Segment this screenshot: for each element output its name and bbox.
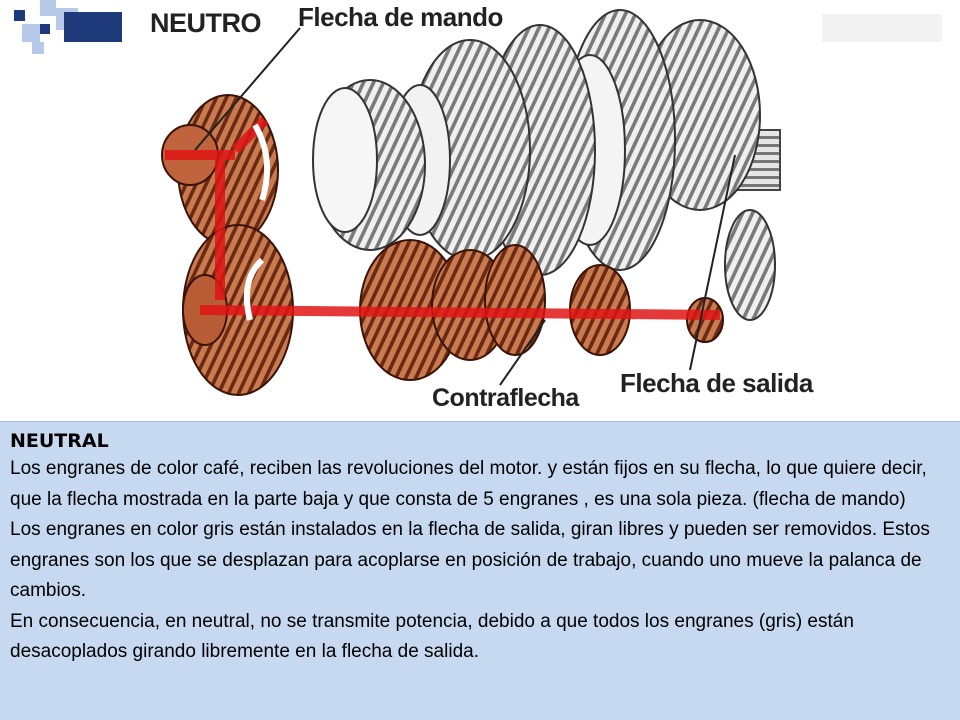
deco-square-blue [32,42,44,54]
leader-line-contraflecha [499,319,546,386]
deco-square-blue [22,24,40,42]
faded-box [822,14,942,42]
corner-decoration [0,0,140,60]
paragraph-2: Los engranes en color gris están instala… [10,519,930,601]
deco-square-blue [40,0,56,16]
leader-line-flecha-salida [689,154,736,371]
paragraph-3: En consecuencia, en neutral, no se trans… [10,610,854,663]
deco-square-navy [14,10,25,21]
deco-square-navy [64,12,122,42]
label-contraflecha: Contraflecha [432,384,579,412]
rotation-arrow-icon [243,257,265,321]
gray-gears [312,9,776,321]
textbox-title: NEUTRAL [10,430,109,452]
gearbox-diagram [161,9,942,396]
label-neutro: NEUTRO [150,8,262,38]
power-flow-path [165,116,721,320]
label-flecha-de-salida: Flecha de salida [620,368,813,398]
explanation-textbox: NEUTRAL Los engranes de color café, reci… [0,421,960,720]
paragraph-1: Los engranes de color café, reciben las … [10,458,927,510]
rotation-arrow-icon [252,123,271,201]
leader-line-flecha-mando [194,27,301,151]
label-flecha-de-mando: Flecha de mando [298,2,503,32]
deco-square-navy [40,24,50,34]
